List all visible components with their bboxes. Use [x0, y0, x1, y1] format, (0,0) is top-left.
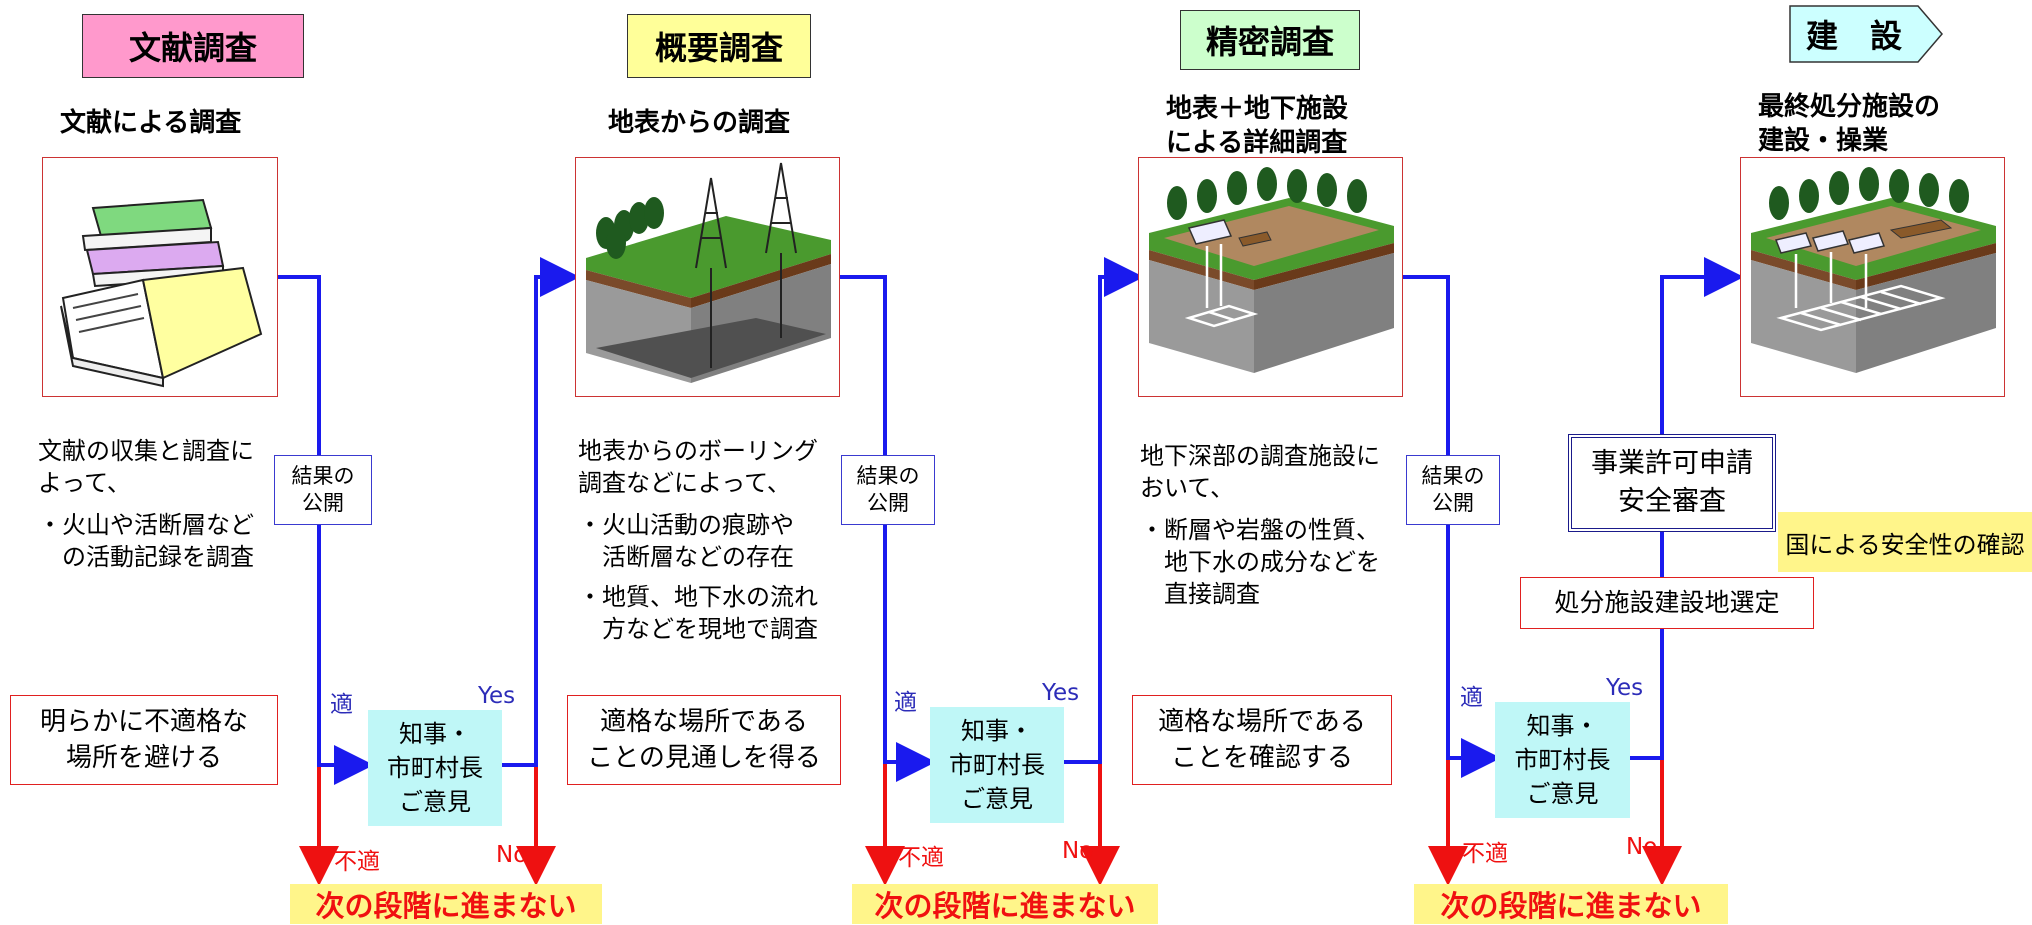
- label-suitable-1: 適: [330, 692, 353, 718]
- opinion-box-3: 知事・市町村長ご意見: [1495, 702, 1630, 818]
- construction-ground-illustration: [1740, 157, 2005, 397]
- book-icon: [60, 198, 263, 388]
- stop-label-1: 次の段階に進まない: [290, 884, 602, 924]
- opinion-line: 知事・: [961, 717, 1033, 745]
- subtitle-line: 地表＋地下施設: [1166, 94, 1349, 124]
- label-no-1: No: [496, 842, 528, 868]
- desc-line: 調査などによって、: [578, 469, 791, 497]
- stage-title-literature: 文献調査: [82, 14, 304, 78]
- stop-label-2: 次の段階に進まない: [852, 884, 1158, 924]
- desc-line: おいて、: [1140, 474, 1235, 502]
- subtitle-line: 建設・操業: [1758, 126, 1889, 156]
- borehole-icon: [586, 162, 831, 383]
- publish-label: 公開: [867, 491, 909, 515]
- subtitle-construction: 最終処分施設の 建設・操業: [1758, 90, 1988, 158]
- goal-detailed: 適格な場所であることを確認する: [1132, 695, 1392, 785]
- publish-box-2: 結果の公開: [841, 455, 935, 525]
- subtitle-detailed: 地表＋地下施設 による詳細調査: [1166, 92, 1396, 160]
- subtitle-line: 文献による調査: [60, 108, 242, 138]
- desc-line: 文献の収集と調査に: [38, 437, 254, 465]
- opinion-line: 市町村長: [949, 751, 1045, 779]
- desc-line: 地下水の成分などを: [1140, 548, 1380, 576]
- stop-label-3: 次の段階に進まない: [1414, 884, 1728, 924]
- license-line: 事業許可申請: [1591, 448, 1753, 479]
- stage-title-construction: 建 設: [1805, 17, 1902, 55]
- disposal-facility-icon: [1751, 167, 1996, 373]
- desc-line: 活断層などの存在: [578, 543, 794, 571]
- desc-line: よって、: [38, 469, 131, 497]
- subtitle-overview: 地表からの調査: [608, 106, 868, 140]
- opinion-line: 知事・: [399, 720, 471, 748]
- desc-line: の活動記録を調査: [38, 543, 254, 571]
- license-application-box: 事業許可申請安全審査: [1568, 434, 1776, 532]
- desc-line: 地下深部の調査施設に: [1140, 442, 1380, 470]
- books-illustration: [42, 157, 278, 397]
- label-no-2: No: [1062, 838, 1094, 864]
- label-unsuitable-1: 不適: [334, 849, 380, 875]
- flow-line-4: [1064, 257, 1144, 764]
- opinion-line: ご意見: [399, 788, 471, 816]
- goal-line: 適格な場所である: [600, 707, 808, 737]
- publish-label: 結果の: [1421, 464, 1485, 488]
- goal-literature: 明らかに不適格な場所を避ける: [10, 695, 278, 785]
- desc-overview: 地表からのボーリング 調査などによって、 ・火山活動の痕跡や 活断層などの存在 …: [578, 435, 848, 645]
- opinion-line: 知事・: [1526, 712, 1599, 740]
- desc-literature: 文献の収集と調査に よって、 ・火山や活断層など の活動記録を調査: [38, 435, 288, 573]
- label-unsuitable-2: 不適: [898, 845, 944, 871]
- publish-box-3: 結果の公開: [1406, 455, 1500, 525]
- desc-line: ・火山活動の痕跡や: [578, 511, 794, 539]
- stage-title-overview: 概要調査: [627, 14, 811, 78]
- desc-line: 地表からのボーリング: [578, 437, 818, 465]
- overview-ground-illustration: [575, 157, 840, 397]
- desc-line: ・火山や活断層など: [38, 511, 254, 539]
- opinion-box-1: 知事・市町村長ご意見: [368, 710, 502, 826]
- label-yes-3: Yes: [1606, 675, 1644, 701]
- license-line: 安全審査: [1618, 486, 1726, 517]
- desc-line: 直接調査: [1140, 580, 1260, 608]
- opinion-box-2: 知事・市町村長ご意見: [930, 707, 1064, 823]
- desc-detailed: 地下深部の調査施設に おいて、 ・断層や岩盤の性質、 地下水の成分などを 直接調…: [1140, 440, 1410, 610]
- goal-line: 明らかに不適格な: [39, 707, 248, 737]
- label-yes-1: Yes: [478, 683, 516, 709]
- goal-line: ことを確認する: [1170, 743, 1353, 773]
- publish-box-1: 結果の公開: [274, 455, 372, 525]
- desc-line: 方などを現地で調査: [578, 615, 818, 643]
- label-suitable-2: 適: [894, 690, 917, 716]
- subtitle-line: 最終処分施設の: [1758, 92, 1941, 122]
- publish-label: 公開: [1432, 491, 1474, 515]
- subtitle-line: による詳細調査: [1166, 128, 1348, 158]
- subtitle-line: 地表からの調査: [608, 108, 791, 138]
- stage-title-detailed: 精密調査: [1180, 10, 1360, 70]
- detailed-ground-illustration: [1138, 157, 1403, 397]
- desc-line: ・断層や岩盤の性質、: [1140, 516, 1380, 544]
- goal-line: 適格な場所である: [1158, 707, 1366, 737]
- goal-overview: 適格な場所であることの見通しを得る: [567, 695, 841, 785]
- opinion-line: 市町村長: [387, 754, 483, 782]
- publish-label: 公開: [302, 491, 344, 515]
- label-suitable-3: 適: [1460, 685, 1483, 711]
- opinion-line: 市町村長: [1514, 746, 1611, 774]
- publish-label: 結果の: [856, 464, 920, 488]
- label-yes-2: Yes: [1042, 680, 1080, 706]
- label-no-3: No: [1626, 834, 1658, 860]
- site-selection-box: 処分施設建設地選定: [1520, 577, 1814, 629]
- desc-line: ・地質、地下水の流れ: [578, 583, 818, 611]
- publish-label: 結果の: [291, 464, 355, 488]
- opinion-line: ご意見: [1526, 780, 1599, 808]
- goal-line: ことの見通しを得る: [587, 743, 821, 773]
- label-unsuitable-3: 不適: [1462, 841, 1508, 867]
- flow-line-2: [502, 257, 580, 767]
- goal-line: 場所を避ける: [65, 743, 222, 773]
- opinion-line: ご意見: [961, 785, 1033, 813]
- safety-confirm-badge: 国による安全性の確認: [1778, 512, 2032, 572]
- underground-lab-icon: [1149, 167, 1394, 373]
- subtitle-literature: 文献による調査: [60, 106, 320, 140]
